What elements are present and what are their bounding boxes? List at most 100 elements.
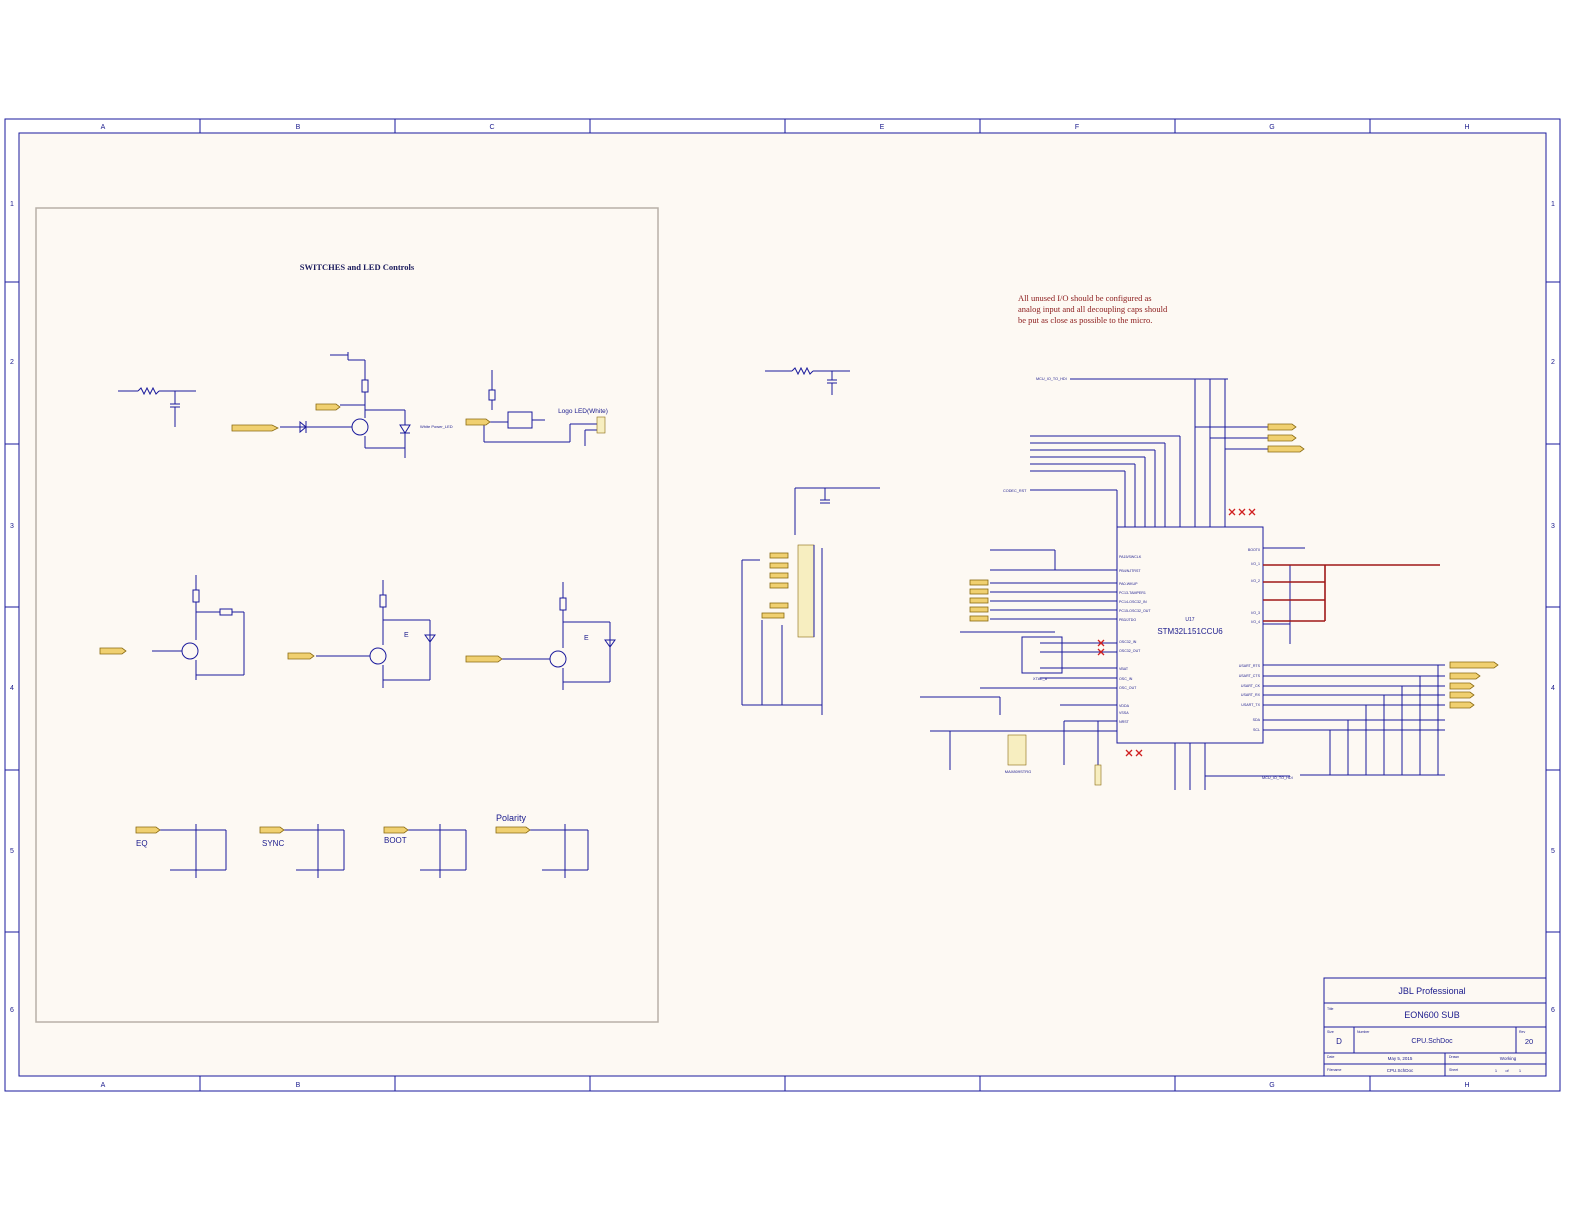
mcu-left-wiring: [920, 549, 1117, 770]
mcu-designator: U17: [1185, 617, 1194, 623]
design-note: All unused I/O should be configured as a…: [1018, 293, 1168, 325]
mcu-pin-left-4: PC13-TAMPER1: [1119, 591, 1146, 595]
zone-col-bottom-h: H: [1464, 1082, 1469, 1089]
zone-col-top-g: G: [1269, 124, 1274, 131]
switch-label-boot: BOOT: [384, 836, 407, 845]
mcu-pin-right-8: USART_CK: [1241, 684, 1261, 688]
led-label-e-2: E: [584, 635, 589, 642]
zone-row-right-5: 5: [1551, 848, 1555, 855]
header-port-4: [769, 582, 789, 589]
title-block-sheet-caption: Sheet: [1449, 1068, 1458, 1072]
mcu-pin-right-3: I/O_2: [1251, 579, 1260, 583]
net-port-led-ctrl: [231, 424, 279, 432]
mcu-pin-right-2: I/O_1: [1251, 562, 1260, 566]
title-block-drawn-caption: Drawn: [1449, 1055, 1459, 1059]
title-block-size-caption: Size: [1327, 1030, 1334, 1034]
mcu-pin-right-10: USART_TX: [1241, 703, 1260, 707]
white-led-label: White Power_LED: [420, 424, 453, 429]
mcu-pin-right-6: USART_RTS: [1239, 664, 1261, 668]
reset-supervisor: [1007, 734, 1027, 766]
mcu-port-5: [969, 615, 989, 622]
title-block-number: CPU.SchDoc: [1411, 1038, 1453, 1045]
zone-col-top-a: A: [101, 124, 106, 131]
usart-port-3: [1449, 682, 1475, 690]
led-stage-1: [152, 575, 245, 680]
logo-led-connector: [596, 416, 606, 434]
panel-title: SWITCHES and LED Controls: [300, 262, 415, 272]
net-port-led-2: [287, 652, 315, 660]
mcu-pin-left-6: PC15-OSC32_OUT: [1119, 609, 1151, 613]
header-port-2: [769, 562, 789, 569]
mcu-pin-right-12: SCL: [1253, 728, 1260, 732]
net-port-vcc: [315, 403, 341, 411]
note-line-3: be put as close as possible to the micro…: [1018, 315, 1152, 325]
net-port-led-3: [465, 655, 503, 663]
mcu-pin-left-15: NRST: [1119, 720, 1130, 724]
net-label-mcu-io-top: MCU_IO_TO_HDI: [1036, 377, 1067, 381]
zone-row-right-4: 4: [1551, 685, 1555, 692]
zone-row-left-6: 6: [10, 1007, 14, 1014]
switch-label-eq: EQ: [136, 839, 148, 848]
mcu-io-filter: [765, 366, 850, 395]
zone-row-right-6: 6: [1551, 1007, 1555, 1014]
mcu-pin-left-5: PC14-OSC32_IN: [1119, 600, 1147, 604]
mcu-pin-left-7: PB3/JTDO: [1119, 618, 1136, 622]
title-block-date-caption: Date: [1327, 1055, 1334, 1059]
mcu-port-2: [969, 588, 989, 595]
mcu-pin-right-5: I/O_4: [1251, 620, 1260, 624]
title-block-filename: CPU.SchDoc: [1387, 1068, 1414, 1073]
mcu-pin-left-2: PB4/NJTRST: [1119, 569, 1141, 573]
usart-port-5: [1449, 701, 1475, 709]
mcu-pin-left-9: OSC32_OUT: [1119, 649, 1141, 653]
mcu-top-right-ports: [1267, 423, 1305, 453]
zone-col-top-f: F: [1075, 124, 1079, 131]
power-led-driver: [280, 352, 411, 458]
mcu-port-3: [969, 597, 989, 604]
title-block-company: JBL Professional: [1398, 986, 1465, 996]
net-label-codec-rst: CODEC_RST: [1003, 489, 1027, 493]
switch-label-sync: SYNC: [262, 839, 284, 848]
switch-sync-circuit: [284, 824, 345, 878]
test-point: [1094, 764, 1102, 786]
mcu-right-wiring: [1174, 547, 1445, 790]
led-stage-3: [502, 582, 616, 690]
title-block-sheet: 1: [1495, 1068, 1498, 1073]
zone-col-bottom-b: B: [296, 1082, 301, 1089]
crystal-label: XTAL_8: [1033, 676, 1048, 681]
mcu-pin-right-1: BOOT0: [1248, 548, 1260, 552]
mcu-pin-right-11: SDA: [1253, 718, 1261, 722]
mcu-pin-left-3: PA0-WKUP: [1119, 582, 1138, 586]
mcu-pin-left-11: OSC_IN: [1119, 677, 1133, 681]
mcu-part-number: STM32L151CCU6: [1157, 627, 1223, 636]
mcu-pin-left-8: OSC32_IN: [1119, 640, 1137, 644]
note-line-2: analog input and all decoupling caps sho…: [1018, 304, 1168, 314]
header-port-3: [769, 572, 789, 579]
mcu-chip: [1116, 526, 1264, 744]
spi-port-3: [1267, 445, 1305, 453]
title-block-title-caption: Title: [1327, 1007, 1334, 1011]
net-port-logo: [465, 418, 491, 426]
mcu-left-ports: [969, 579, 989, 622]
mcu-top-wiring: [1030, 378, 1270, 527]
mcu-pin-left-13: VDDA: [1119, 704, 1130, 708]
zone-row-right-1: 1: [1551, 201, 1555, 208]
switches-led-panel: [35, 207, 659, 1023]
zone-ticks: [5, 119, 1560, 1091]
net-port-boot: [383, 826, 409, 834]
usart-port-2: [1449, 672, 1481, 680]
led-stage-2: [316, 580, 436, 688]
zone-row-left-4: 4: [10, 685, 14, 692]
title-block-drawn: Working: [1500, 1056, 1517, 1061]
highlighted-net: [1263, 564, 1440, 622]
header-port-1: [769, 552, 789, 559]
title-block-rev-caption: Rev: [1519, 1030, 1525, 1034]
header-port-5: [769, 602, 789, 609]
mcu-pin-left-10: VBAT: [1119, 667, 1129, 671]
mcu-pin-right-4: I/O_3: [1251, 611, 1260, 615]
title-block: [1323, 977, 1547, 1077]
reset-supervisor-label: MAX809STRG: [1005, 769, 1031, 774]
debug-header-ports: [761, 552, 789, 619]
mcu-port-4: [969, 606, 989, 613]
net-port-eq: [135, 826, 161, 834]
